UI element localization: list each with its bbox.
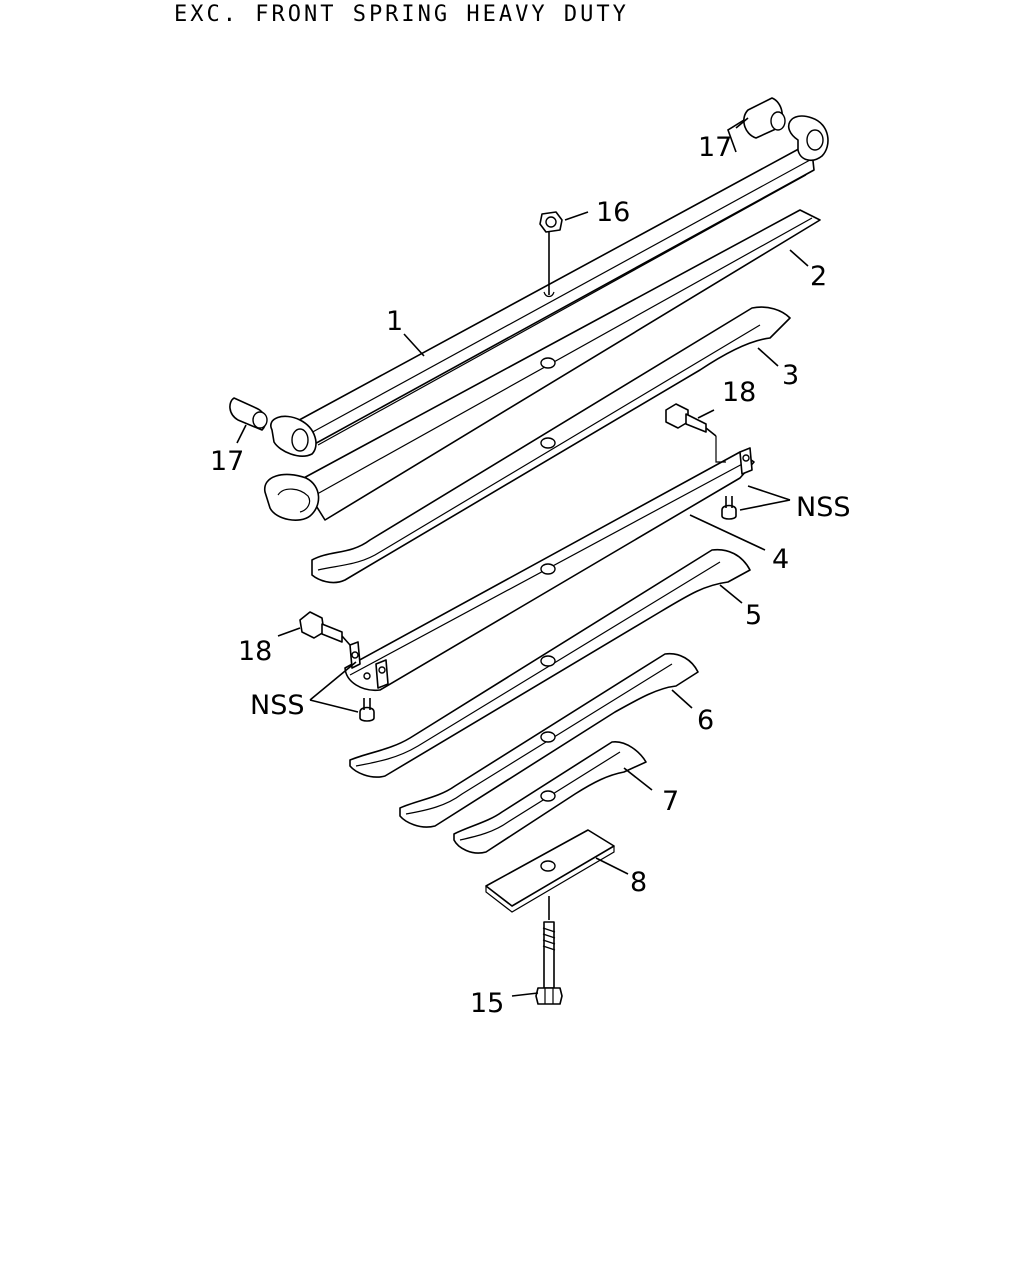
diagram-title: EXC. FRONT SPRING HEAVY DUTY [174, 2, 629, 27]
callout-nss-rear: NSS [796, 492, 850, 523]
callout-15: 15 [470, 988, 504, 1019]
part-3-leaf [311, 306, 791, 584]
callout-3: 3 [782, 360, 799, 391]
part-15-center-bolt [535, 896, 563, 1005]
part-8-spacer-plate [485, 829, 615, 913]
part-17-bushing-rear [743, 97, 786, 139]
callout-6: 6 [697, 705, 714, 736]
part-1-main-leaf [270, 115, 829, 457]
part-18-clip-bolt-rear [665, 403, 717, 437]
callout-4: 4 [772, 544, 789, 575]
leader-lines [236, 117, 809, 997]
callout-2: 2 [810, 261, 827, 292]
part-4-leaf [344, 436, 755, 692]
part-5-leaf [349, 548, 751, 778]
callout-1: 1 [386, 306, 403, 337]
callout-17-front: 17 [210, 446, 244, 477]
callout-17-rear: 17 [698, 132, 732, 163]
nss-rivet-rear [721, 496, 737, 520]
callout-5: 5 [745, 600, 762, 631]
part-17-bushing-front [229, 397, 268, 431]
callout-16: 16 [596, 197, 630, 228]
callout-7: 7 [662, 786, 679, 817]
callout-18-front: 18 [238, 636, 272, 667]
part-2-leaf [264, 209, 821, 521]
callout-8: 8 [630, 867, 647, 898]
callout-nss-front: NSS [250, 690, 304, 721]
callout-18-rear: 18 [722, 377, 756, 408]
part-7-leaf [453, 741, 647, 854]
part-6-leaf [399, 652, 699, 828]
nss-rivet-front [359, 698, 375, 722]
part-18-clip-bolt-front [299, 611, 351, 646]
part-16-nut [539, 211, 563, 298]
